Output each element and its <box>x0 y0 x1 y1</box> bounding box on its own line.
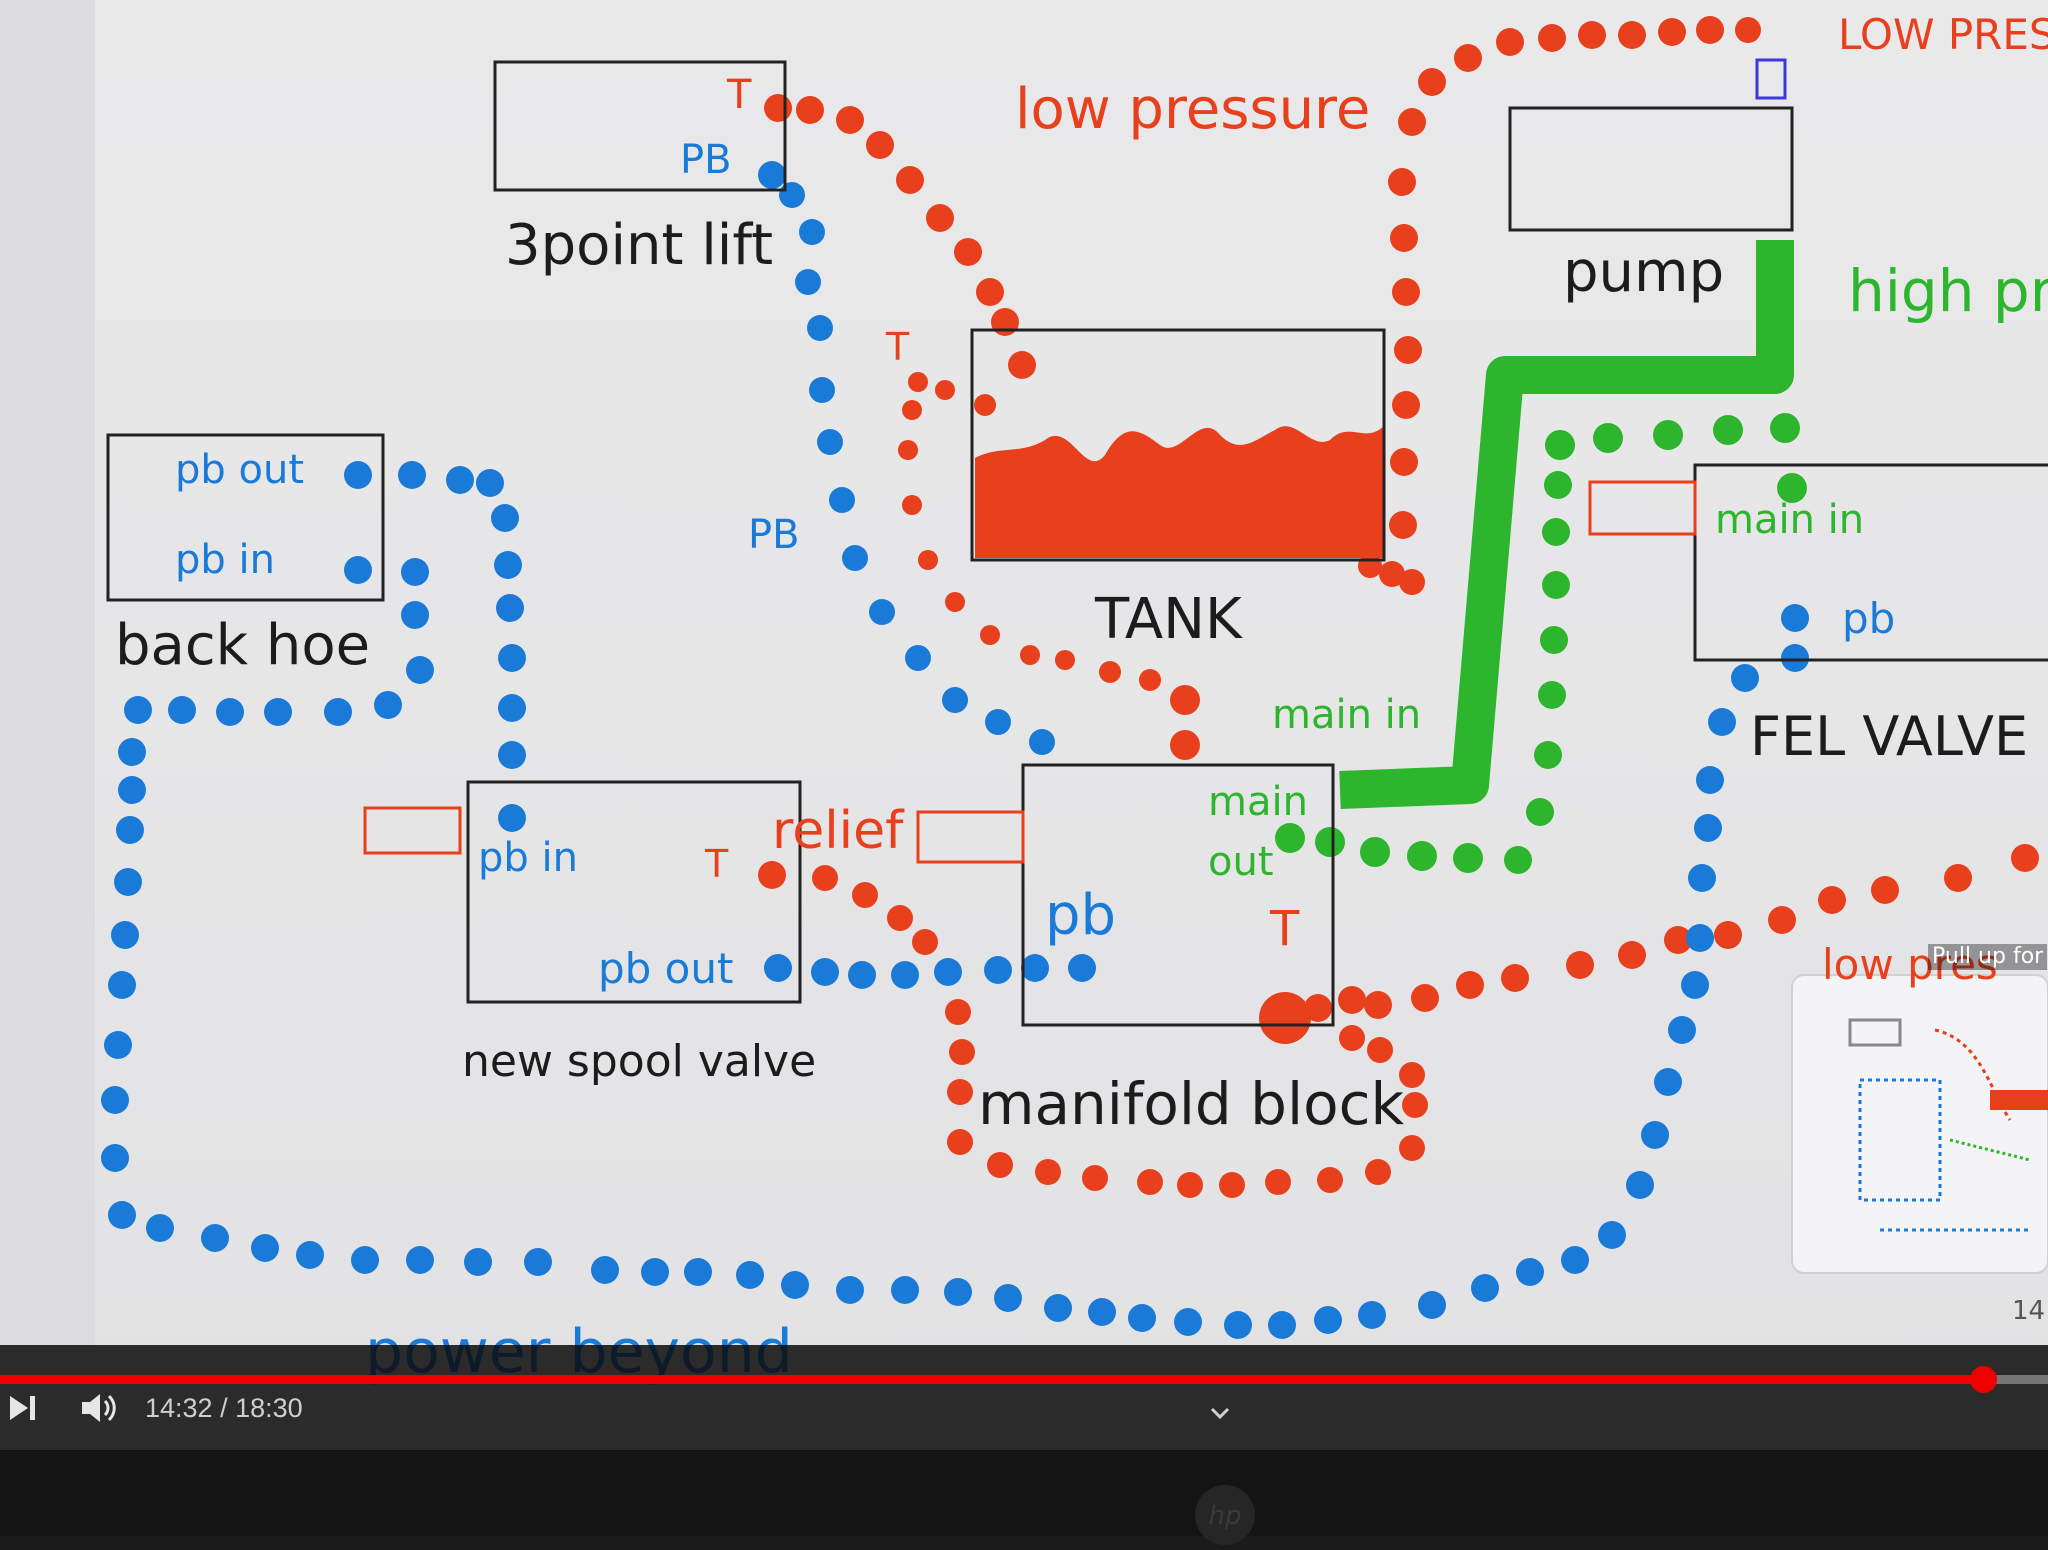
manifold-block-box <box>1021 763 1335 1027</box>
fel-valve-port-pb: pb <box>1842 594 1896 643</box>
three-point-lift-port-t: T <box>727 72 752 118</box>
manifold-port-main: main <box>1208 779 1308 825</box>
time-display: 14:32 / 18:30 <box>145 1393 303 1423</box>
preview-tooltip-label: Pull up for <box>1928 944 2048 970</box>
progress-bar[interactable] <box>0 1366 2048 1393</box>
manifold-port-pb: pb <box>1045 883 1117 948</box>
low-pressure-dots <box>758 16 2039 1198</box>
monitor-bezel <box>0 1450 2048 1536</box>
pump-outlet-marker <box>1755 58 1787 100</box>
pb-line-label: PB <box>748 512 800 558</box>
volume-icon[interactable] <box>78 1390 120 1426</box>
pump-label: pump <box>1563 240 1725 305</box>
low-pressure-label: low pressure <box>1015 77 1371 142</box>
next-icon[interactable] <box>4 1390 40 1426</box>
progress-scrubber-handle[interactable] <box>1970 1366 1998 1393</box>
high-pressure-label: high pr <box>1848 257 2048 325</box>
power-beyond-dots <box>101 161 1809 1339</box>
preview-thumbnail-sketch <box>1848 1018 2048 1232</box>
screen-background <box>0 0 2048 1460</box>
spool-port-t: T <box>705 842 729 886</box>
preview-time-label: 14 <box>2012 1296 2046 1326</box>
relief-label: relief <box>772 801 904 861</box>
tank-label: TANK <box>1095 587 1242 652</box>
manifold-port-t: T <box>1270 901 1300 957</box>
low-pressure-top-right-label: LOW PRES <box>1838 10 2048 59</box>
main-in-line-label: main in <box>1272 692 1422 738</box>
hp-logo-icon: hp <box>1195 1485 1255 1545</box>
new-spool-valve-box <box>466 780 802 1004</box>
new-spool-valve-label: new spool valve <box>462 1036 817 1087</box>
three-point-lift-box <box>493 60 787 192</box>
screen-left-edge <box>0 0 95 1345</box>
back-hoe-port-pb-out: pb out <box>175 447 305 493</box>
pump-box <box>1508 106 1794 232</box>
fel-valve-box <box>1693 463 2048 662</box>
spool-port-pb-in: pb in <box>478 835 578 881</box>
player-controls-bar <box>0 1345 2048 1450</box>
manifold-port-out: out <box>1208 839 1274 885</box>
tank-port-t: T <box>886 325 910 369</box>
back-hoe-box <box>106 433 385 602</box>
fel-valve-label: FEL VALVE <box>1750 705 2029 768</box>
svg-text:hp: hp <box>1209 1501 1242 1531</box>
fel-valve-port-main-in: main in <box>1715 497 1865 543</box>
back-hoe-label: back hoe <box>115 613 371 678</box>
chevron-down-icon[interactable] <box>1208 1405 1232 1421</box>
tank-fluid <box>975 425 1385 558</box>
relief-box-spool <box>363 806 462 855</box>
manifold-block-label: manifold block <box>978 1070 1405 1138</box>
low-pressure-partial-label: low pres <box>1822 940 1998 989</box>
three-point-lift-port-pb: PB <box>680 137 732 183</box>
tank-box <box>970 328 1386 562</box>
high-pressure-dots <box>1275 413 1807 874</box>
three-point-lift-label: 3point lift <box>505 213 774 278</box>
relief-box-manifold <box>916 810 1025 864</box>
high-pressure-line <box>1339 240 1794 809</box>
relief-box-fel <box>1588 480 1697 536</box>
preview-thumbnail[interactable] <box>1791 974 2048 1274</box>
back-hoe-port-pb-in: pb in <box>175 537 275 583</box>
progress-fill <box>0 1375 1984 1384</box>
spool-port-pb-out: pb out <box>598 944 734 993</box>
